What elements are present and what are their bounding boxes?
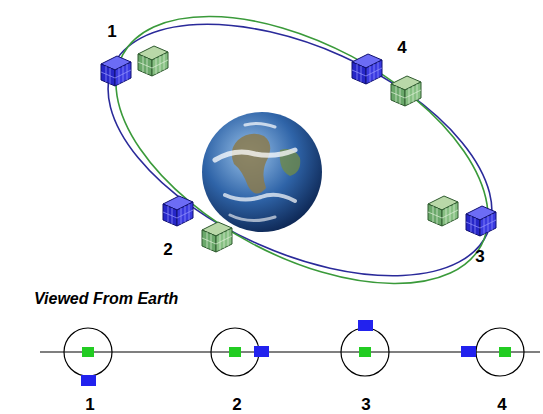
callout-number: 4 — [497, 396, 506, 413]
callout-number: 3 — [475, 248, 484, 265]
callout-number: 1 — [107, 23, 116, 40]
callout-number: 4 — [397, 39, 406, 56]
section-heading: Viewed From Earth — [34, 291, 178, 307]
callout-number: 2 — [163, 241, 172, 258]
callout-number: 2 — [232, 396, 241, 413]
callout-number: 3 — [361, 396, 370, 413]
callout-number: 1 — [85, 396, 94, 413]
